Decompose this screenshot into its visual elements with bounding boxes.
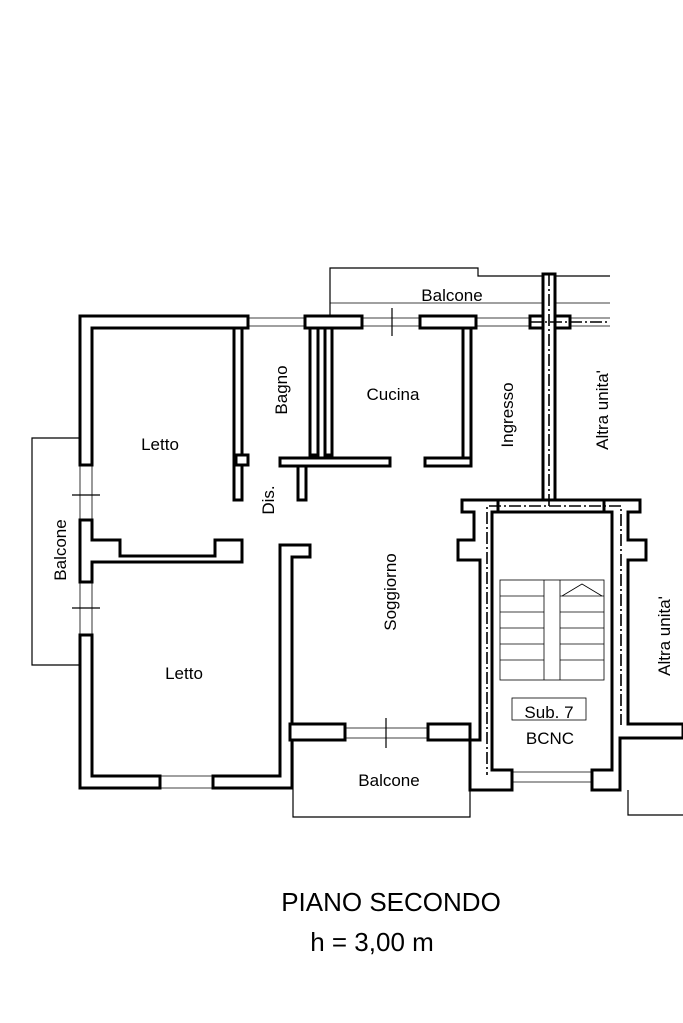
room-label-cucina: Cucina xyxy=(367,385,420,404)
right-misc xyxy=(627,790,683,816)
room-label-letto-top: Letto xyxy=(141,435,179,454)
room-label-altra-unita-top: Altra unita' xyxy=(593,370,612,450)
room-label-dis: Dis. xyxy=(259,485,278,514)
room-label-altra-unita-right: Altra unita' xyxy=(655,596,674,676)
room-label-ingresso: Ingresso xyxy=(498,382,517,447)
room-label-soggiorno: Soggiorno xyxy=(381,553,400,631)
room-label-letto-bottom: Letto xyxy=(165,664,203,683)
plan-height: h = 3,00 m xyxy=(310,927,434,957)
room-label-bcnc: BCNC xyxy=(526,729,574,748)
room-label-balcone-top: Balcone xyxy=(421,286,482,305)
room-label-balcone-left: Balcone xyxy=(51,519,70,580)
walls xyxy=(78,272,683,792)
unit-boundaries xyxy=(486,274,622,775)
stair xyxy=(499,579,605,721)
plan-title: PIANO SECONDO xyxy=(281,887,501,917)
room-label-balcone-bottom: Balcone xyxy=(358,771,419,790)
room-label-sub: Sub. 7 xyxy=(524,703,573,722)
openings xyxy=(72,308,610,789)
room-label-bagno: Bagno xyxy=(272,365,291,414)
